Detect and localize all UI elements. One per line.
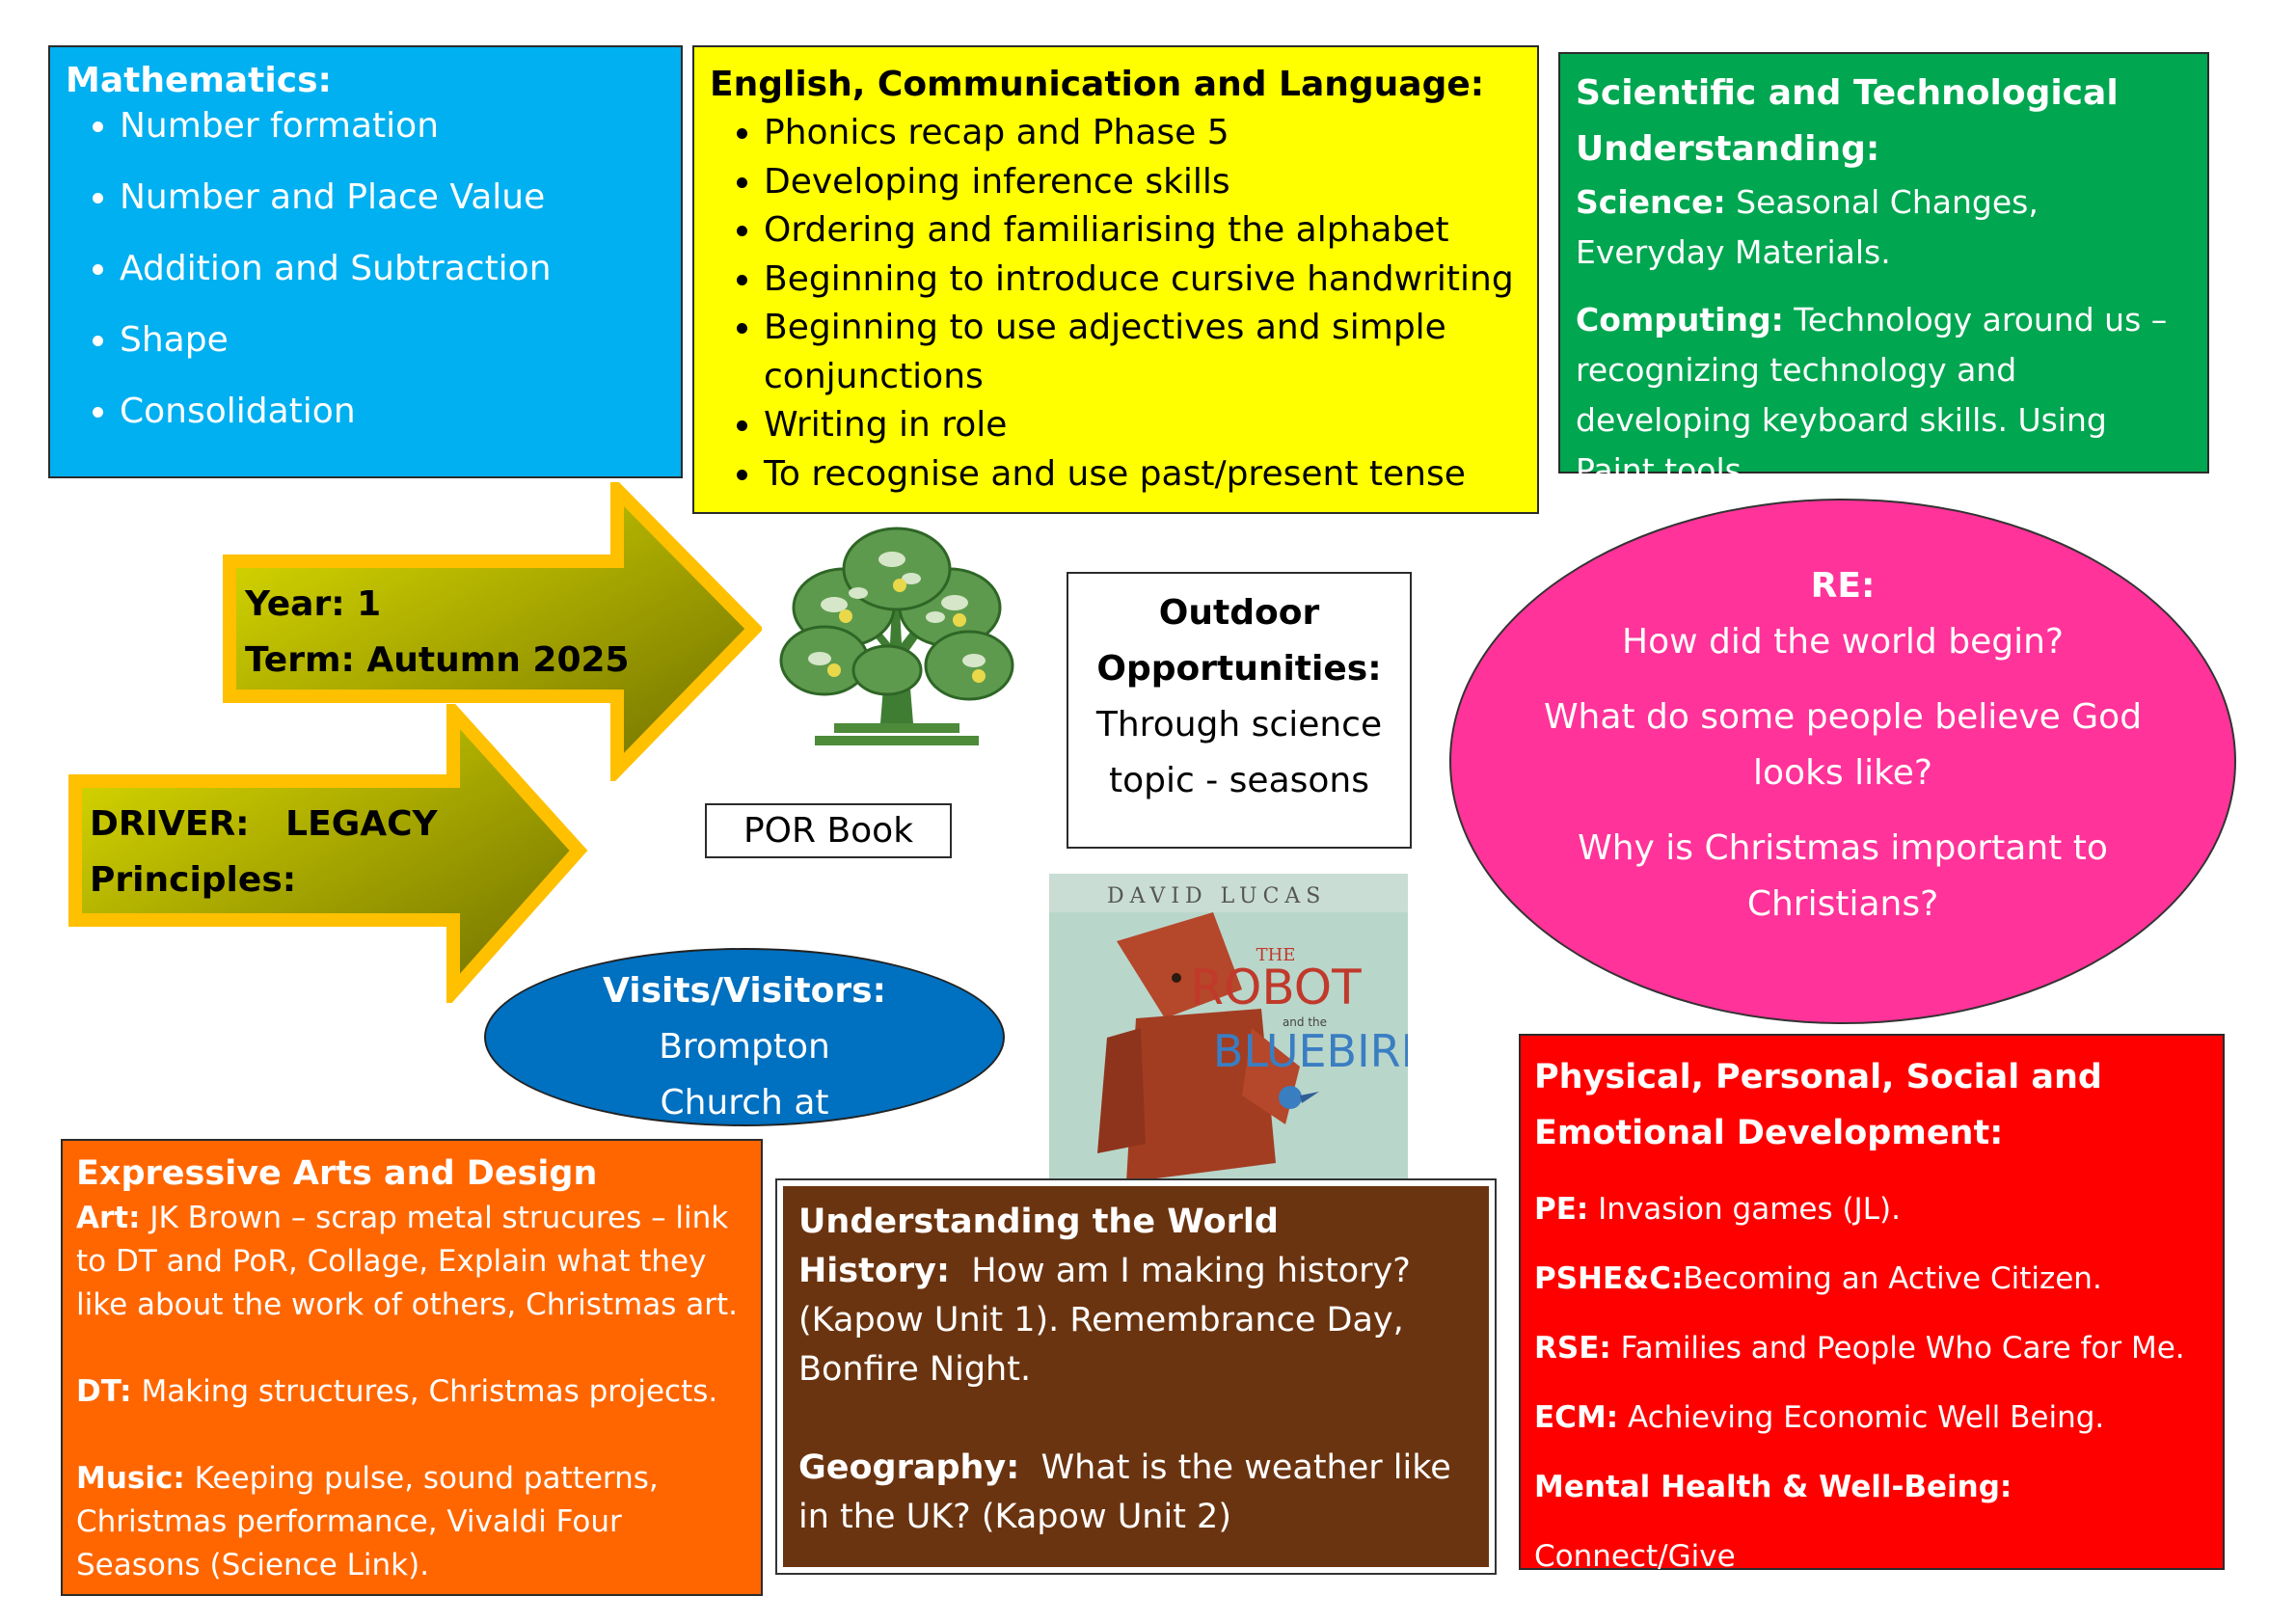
music-paragraph: Music: Keeping pulse, sound patterns, Ch… — [76, 1457, 747, 1587]
year-arrow — [223, 482, 762, 781]
psed-row-label: RSE: — [1534, 1331, 1611, 1366]
science-text: Seasonal Changes, Everyday Materials. — [1576, 183, 2039, 271]
list-item: Addition and Subtraction — [120, 249, 665, 289]
psed-row: PSHE&C:Becoming an Active Citizen. — [1534, 1244, 2209, 1313]
psed-panel: Physical, Personal, Social and Emotional… — [1519, 1034, 2225, 1574]
list-item: To recognise and use past/present tense — [764, 450, 1522, 500]
cover-title-and: and the — [1283, 1015, 1327, 1029]
english-title: English, Communication and Language: — [710, 65, 1485, 104]
list-item: Developing inference skills — [764, 158, 1522, 207]
psed-row-text: Families and People Who Care for Me. — [1610, 1331, 2185, 1366]
history-text: How am I making history? (Kapow Unit 1).… — [798, 1252, 1421, 1389]
geography-text: What is the weather like in the UK? (Kap… — [798, 1448, 1462, 1536]
cover-title-top: THE — [1256, 945, 1296, 965]
cover-title-bottom: BLUEBIRD — [1213, 1025, 1408, 1077]
list-item: Phonics recap and Phase 5 — [764, 109, 1522, 158]
list-item: Number formation — [120, 106, 665, 147]
list-item: Beginning to use adjectives and simple c… — [764, 304, 1522, 401]
art-paragraph: Art: JK Brown – scrap metal strucures – … — [76, 1197, 747, 1327]
maths-list: Number formation Number and Place Value … — [66, 106, 665, 432]
re-title: RE: — [1810, 566, 1876, 606]
re-question: Why is Christmas important to Christians… — [1578, 828, 2108, 924]
por-book-label: POR Book — [705, 803, 952, 858]
year-label: Year: 1 — [245, 584, 382, 624]
outdoor-panel: Outdoor Opportunities: Through science t… — [1067, 572, 1412, 849]
psed-row-label: PSHE&C: — [1534, 1261, 1684, 1296]
psed-row: PE: Invasion games (JL). — [1534, 1175, 2209, 1244]
psed-row: ECM: Achieving Economic Well Being. — [1534, 1383, 2209, 1452]
geography-label: Geography: — [798, 1448, 1020, 1487]
book-cover-illustration: DAVID LUCAS THE ROBOT and the BLUEBIRD — [1049, 874, 1408, 1182]
re-panel: RE: How did the world begin? What do som… — [1449, 499, 2236, 1024]
psed-row-text: Connect/Give — [1534, 1539, 1736, 1574]
science-label: Science: — [1576, 183, 1726, 221]
english-panel: English, Communication and Language: Pho… — [692, 45, 1539, 514]
visits-panel: Visits/Visitors: Brompton Church at Chri… — [484, 948, 1005, 1178]
list-item: Shape — [120, 320, 665, 361]
world-panel: Understanding the World History: How am … — [775, 1178, 1497, 1575]
outdoor-title: Outdoor Opportunities: — [1096, 593, 1382, 689]
history-label: History: — [798, 1252, 950, 1290]
visits-title: Visits/Visitors: — [603, 971, 886, 1011]
english-list: Phonics recap and Phase 5 Developing inf… — [710, 109, 1522, 499]
maths-panel: Mathematics: Number formation Number and… — [48, 45, 683, 478]
psed-row: Mental Health & Well-Being: Connect/Give — [1534, 1452, 2209, 1591]
computing-paragraph: Computing: Technology around us – recogn… — [1576, 295, 2192, 496]
driver-arrow-text: DRIVER: LEGACY Principles: — [90, 797, 438, 908]
term-label: Term: Autumn 2025 — [245, 640, 630, 680]
history-paragraph: History: How am I making history? (Kapow… — [798, 1247, 1473, 1394]
list-item: Beginning to introduce cursive handwriti… — [764, 256, 1522, 305]
psed-title: Physical, Personal, Social and Emotional… — [1534, 1058, 2102, 1152]
psed-row-text: Achieving Economic Well Being. — [1618, 1400, 2105, 1435]
computing-text: Technology around us – recognizing techn… — [1576, 301, 2168, 489]
outdoor-text: Through science topic - seasons — [1095, 705, 1383, 800]
list-item: Consolidation — [120, 392, 665, 432]
psed-row-label: PE: — [1534, 1192, 1589, 1227]
cover-title-main: ROBOT — [1190, 960, 1362, 1015]
arts-title: Expressive Arts and Design — [76, 1154, 598, 1193]
psed-row-text: Invasion games (JL). — [1588, 1192, 1901, 1227]
re-question: What do some people believe God looks li… — [1543, 697, 2143, 793]
music-label: Music: — [76, 1461, 185, 1496]
re-question: How did the world begin? — [1622, 622, 2064, 662]
geography-paragraph: Geography: What is the weather like in t… — [798, 1444, 1473, 1542]
principles-label: Principles: — [90, 860, 297, 900]
psed-row: RSE: Families and People Who Care for Me… — [1534, 1313, 2209, 1383]
tree-logo-icon — [779, 527, 1014, 745]
driver-arrow — [68, 704, 588, 1003]
art-label: Art: — [76, 1201, 141, 1235]
cover-author: DAVID LUCAS — [1107, 884, 1326, 908]
psed-row-label: Mental Health & Well-Being: — [1534, 1470, 2012, 1504]
dt-text: Making structures, Christmas projects. — [131, 1374, 718, 1409]
arts-panel: Expressive Arts and Design Art: JK Brown… — [61, 1139, 763, 1596]
list-item: Writing in role — [764, 401, 1522, 450]
book-cover-image: DAVID LUCAS THE ROBOT and the BLUEBIRD — [1049, 874, 1408, 1182]
list-item: Ordering and familiarising the alphabet — [764, 206, 1522, 256]
science-paragraph: Science: Seasonal Changes, Everyday Mate… — [1576, 177, 2192, 278]
list-item: Number and Place Value — [120, 177, 665, 218]
computing-label: Computing: — [1576, 301, 1784, 338]
psed-row-text: Becoming an Active Citizen. — [1683, 1261, 2102, 1296]
science-panel: Scientific and Technological Understandi… — [1558, 52, 2209, 489]
art-text: JK Brown – scrap metal strucures – link … — [76, 1201, 738, 1322]
psed-row-label: ECM: — [1534, 1400, 1619, 1435]
music-text: Keeping pulse, sound patterns, Christmas… — [76, 1461, 659, 1582]
world-title: Understanding the World — [798, 1203, 1279, 1241]
year-arrow-text: Year: 1 Term: Autumn 2025 — [245, 577, 630, 689]
dt-paragraph: DT: Making structures, Christmas project… — [76, 1370, 747, 1414]
dt-label: DT: — [76, 1374, 132, 1409]
maths-title: Mathematics: — [66, 61, 332, 100]
science-title: Scientific and Technological Understandi… — [1576, 73, 2119, 169]
driver-label: DRIVER: LEGACY — [90, 804, 438, 844]
